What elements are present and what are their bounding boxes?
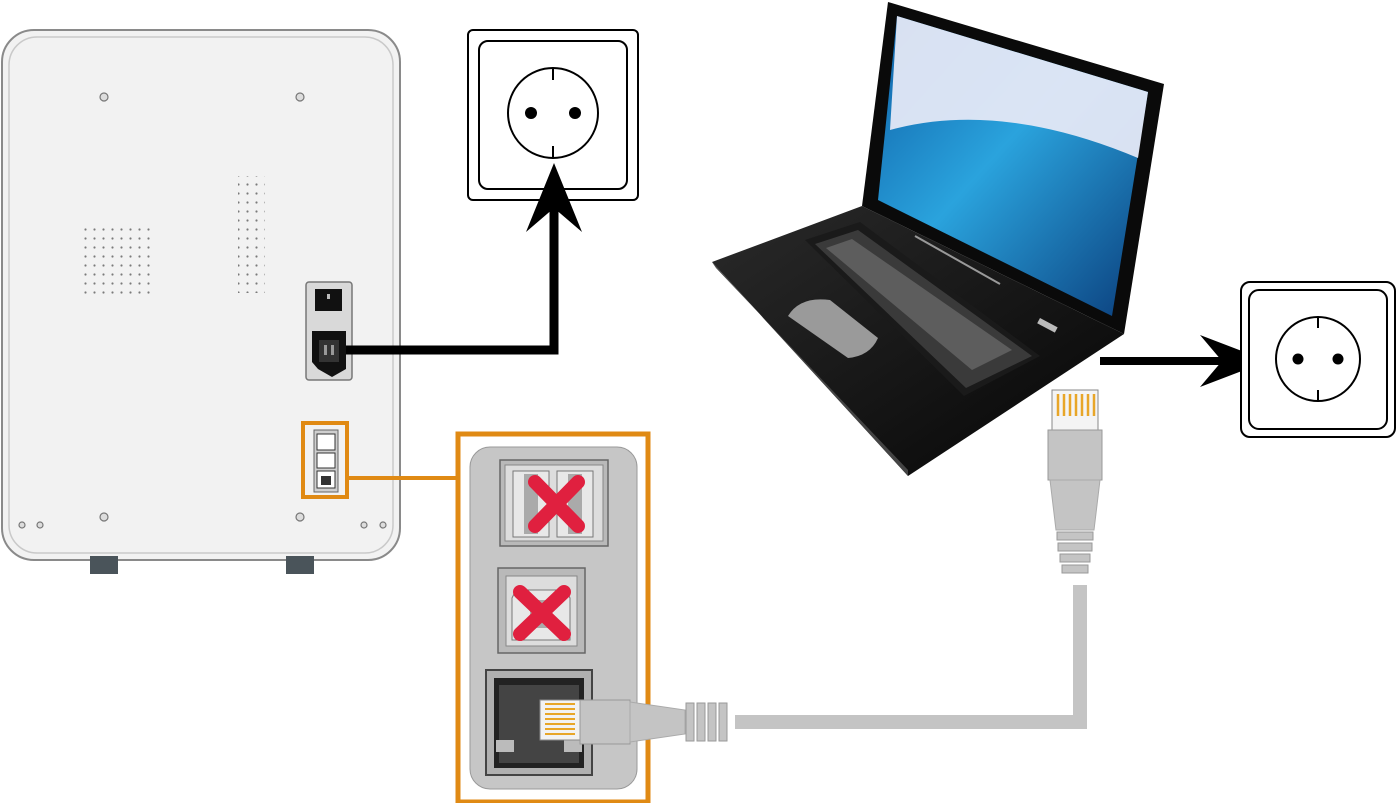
arrow-right-icon (1200, 335, 1268, 387)
touchpad-icon (788, 299, 878, 358)
power-cable-2 (1100, 335, 1268, 387)
device-rear-panel (1, 29, 401, 574)
port-group-icon[interactable] (313, 429, 339, 493)
keyboard-icon (815, 230, 1032, 388)
vent-grille-right (238, 176, 265, 293)
wall-outlet-icon (1275, 316, 1361, 402)
arrow-up-icon (526, 163, 582, 232)
port-highlight-frame (301, 421, 349, 499)
power-switch-icon[interactable] (315, 289, 342, 311)
iec-power-inlet-icon[interactable] (312, 331, 346, 377)
port-zoom-panel (455, 431, 651, 803)
x-mark-icon (528, 475, 585, 533)
wall-outlet-icon (507, 67, 599, 159)
device-foot-right (286, 556, 314, 574)
laptop-icon (712, 2, 1164, 476)
x-mark-icon (513, 585, 571, 641)
wall-socket-2 (1240, 281, 1396, 438)
vent-grille-left (82, 222, 154, 294)
rj45-cable-icon (539, 699, 728, 745)
device-foot-left (90, 556, 118, 574)
power-module (305, 281, 353, 381)
ethernet-cable (539, 389, 1103, 745)
wall-socket-1 (467, 29, 639, 201)
rj45-cable-icon (1047, 389, 1103, 574)
screw-icons (18, 92, 387, 529)
power-cable-1 (346, 163, 582, 355)
